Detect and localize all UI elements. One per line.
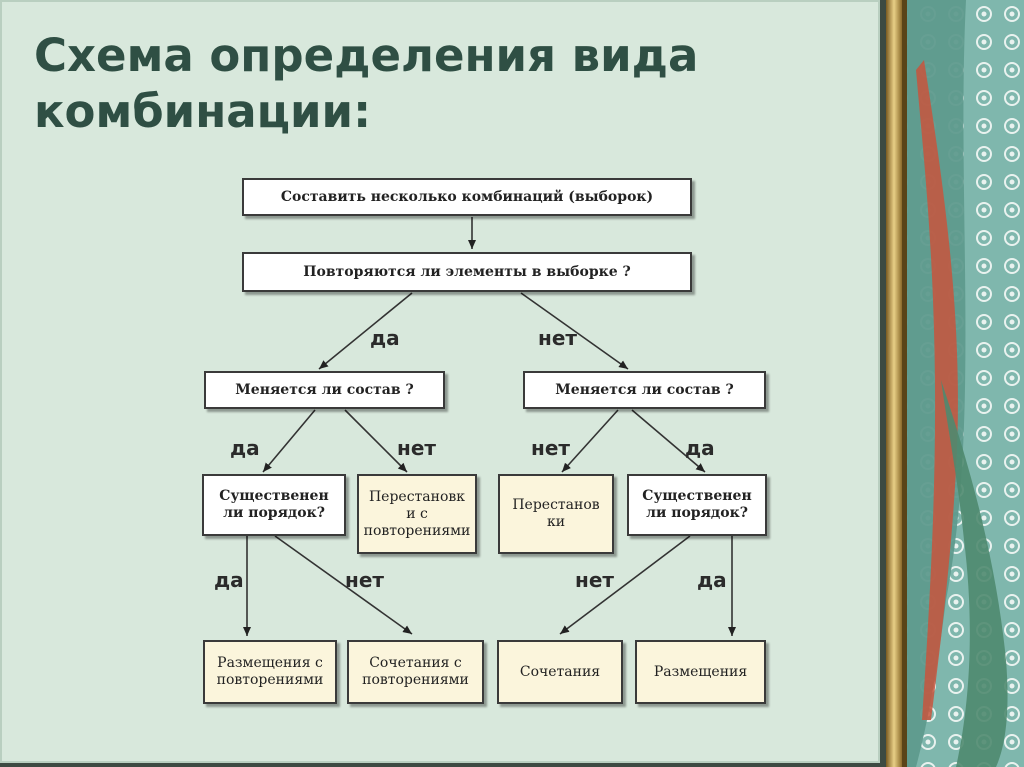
- start-box: Составить несколько комбинаций (выборок): [242, 178, 692, 216]
- composition-left-label: Меняется ли состав ?: [235, 381, 414, 398]
- arrangements-box: Размещения: [635, 640, 766, 704]
- label-no-repeat: нет: [538, 326, 577, 350]
- arrow-right-comp-no: [561, 409, 619, 473]
- permutations-box: Перестанов ки: [498, 474, 614, 554]
- combinations-with-repetitions-box: Сочетания с повторениями: [347, 640, 484, 704]
- composition-question-left: Меняется ли состав ?: [204, 371, 445, 409]
- arrow-repeat-yes: [318, 292, 413, 370]
- composition-question-right: Меняется ли состав ?: [523, 371, 766, 409]
- title-line-1: Схема определения вида: [34, 29, 699, 82]
- label-no-right-comp: нет: [531, 436, 570, 460]
- combinations-label: Сочетания: [519, 663, 601, 680]
- order-right-label: Существенен ли порядок?: [642, 488, 752, 521]
- gold-frame-left: [886, 0, 902, 767]
- repeat-question-label: Повторяются ли элементы в выборке ?: [303, 263, 631, 280]
- page-title: Схема определения вида комбинации:: [34, 28, 834, 140]
- curtain-fold-green: [941, 380, 1008, 767]
- arrow-repeat-no: [520, 292, 629, 370]
- arrow-left-comp-no: [344, 409, 408, 473]
- arrow-right-order-no: [559, 535, 691, 635]
- title-line-2: комбинации:: [34, 85, 372, 138]
- arrangements-with-repetitions-box: Размещения с повторениями: [203, 640, 337, 704]
- label-yes-right-order: да: [697, 568, 727, 592]
- repeat-question-box: Повторяются ли элементы в выборке ?: [242, 252, 692, 292]
- label-yes-repeat: да: [370, 326, 400, 350]
- label-no-left-order: нет: [345, 568, 384, 592]
- decorative-curtain-border: [886, 0, 1024, 767]
- arrangements-with-repetitions-label: Размещения с повторениями: [216, 655, 324, 688]
- combinations-box: Сочетания: [497, 640, 623, 704]
- gold-frame-inner: [902, 0, 907, 767]
- connector-arrows: [243, 217, 736, 636]
- combinations-with-repetitions-label: Сочетания с повторениями: [362, 655, 469, 688]
- curtain-fold-red: [916, 60, 958, 720]
- label-yes-left-comp: да: [230, 436, 260, 460]
- permutations-label: Перестанов ки: [512, 497, 600, 530]
- arrow-left-order-no: [274, 535, 413, 635]
- label-no-right-order: нет: [575, 568, 614, 592]
- arrow-left-comp-yes: [262, 409, 316, 473]
- composition-right-label: Меняется ли состав ?: [555, 381, 734, 398]
- start-box-label: Составить несколько комбинаций (выборок): [280, 188, 654, 205]
- permutations-with-repetitions-box: Перестановк и с повторениями: [357, 474, 477, 554]
- arrangements-label: Размещения: [653, 663, 748, 680]
- arrow-right-comp-yes: [631, 409, 706, 473]
- slide: Схема определения вида комбинации: Соста…: [0, 0, 886, 767]
- label-yes-left-order: да: [214, 568, 244, 592]
- label-no-left-comp: нет: [397, 436, 436, 460]
- order-question-right: Существенен ли порядок?: [627, 474, 767, 536]
- order-left-label: Существенен ли порядок?: [219, 488, 329, 521]
- permutations-with-repetitions-label: Перестановк и с повторениями: [363, 488, 471, 539]
- label-yes-right-comp: да: [685, 436, 715, 460]
- order-question-left: Существенен ли порядок?: [202, 474, 346, 536]
